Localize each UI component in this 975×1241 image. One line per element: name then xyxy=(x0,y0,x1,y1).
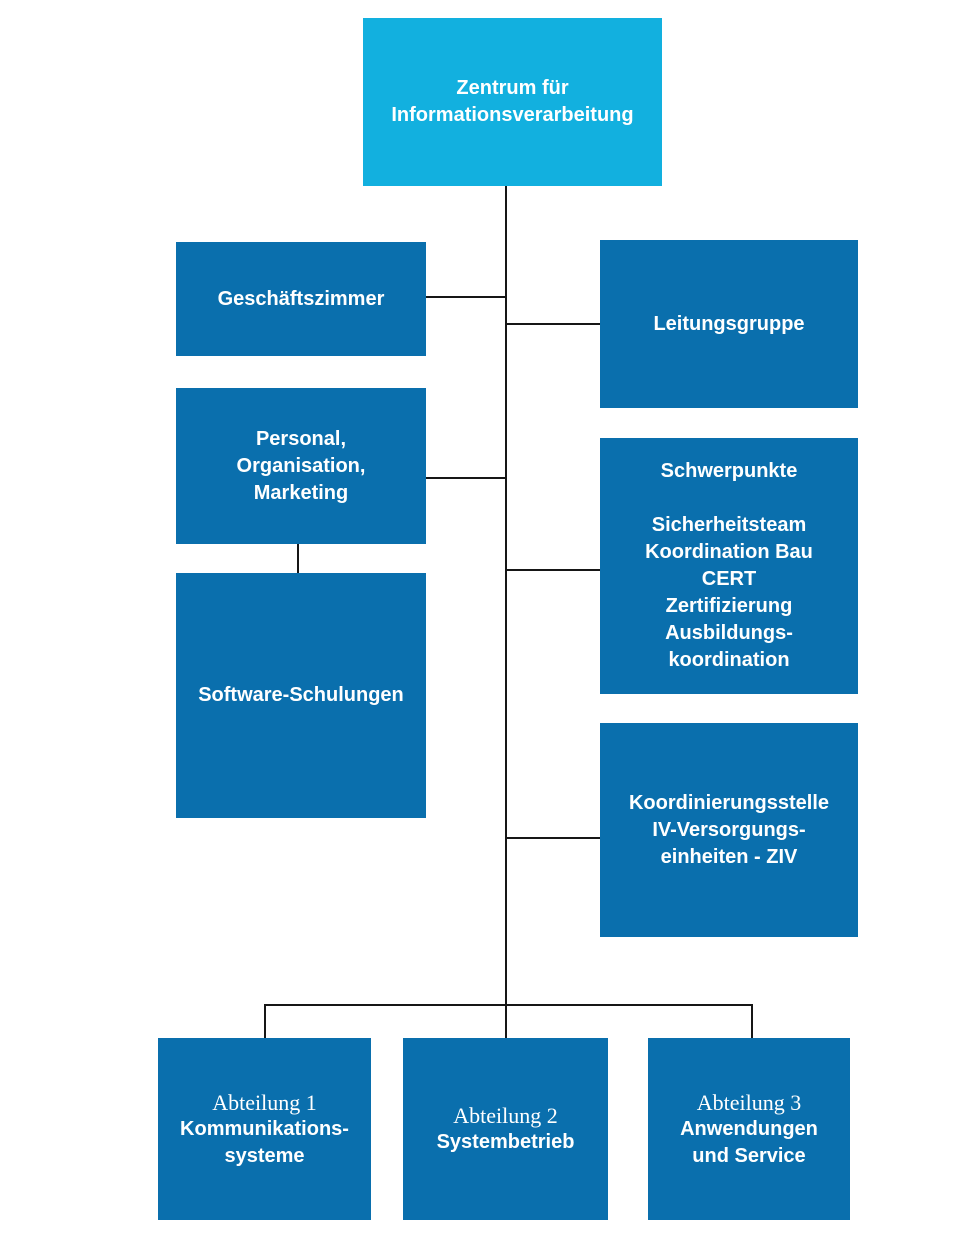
node-schwerpunkte: Schwerpunkte Sicherheitsteam Koordinatio… xyxy=(600,438,858,694)
stub-abteilung3 xyxy=(751,1004,753,1038)
node-label-line: Anwendungen xyxy=(680,1117,818,1140)
node-label-line: Systembetrieb xyxy=(436,1131,575,1153)
node-title: Schwerpunkte xyxy=(660,460,798,482)
departments-branch-line xyxy=(264,1004,753,1006)
node-label-line: Zertifizierung xyxy=(665,595,793,617)
node-label-line: Koordinierungsstelle xyxy=(628,791,830,814)
node-personal-organisation-marketing: Personal, Organisation, Marketing xyxy=(176,388,426,544)
center-vertical-line xyxy=(505,186,507,1006)
node-leitungsgruppe: Leitungsgruppe xyxy=(600,240,858,408)
department-number-label: Abteilung 1 xyxy=(212,1089,317,1115)
node-label-line: Zentrum für xyxy=(456,77,569,99)
node-label-line: einheiten - ZIV xyxy=(660,845,798,868)
node-abteilung-2-systembetrieb: Abteilung 2 Systembetrieb xyxy=(403,1038,608,1220)
node-label-line: Ausbildungs- xyxy=(665,622,793,644)
connector-personal-software xyxy=(297,544,299,573)
node-label-line: Organisation, xyxy=(236,454,366,477)
stub-abteilung2 xyxy=(505,1004,507,1038)
stub-abteilung1 xyxy=(264,1004,266,1038)
node-label-line: Marketing xyxy=(253,481,349,504)
node-label-line: Software-Schulungen xyxy=(198,684,404,706)
department-number-label: Abteilung 3 xyxy=(696,1089,802,1115)
node-label-line: Sicherheitsteam xyxy=(651,514,807,536)
node-abteilung-1-kommunikationssysteme: Abteilung 1 Kommunikations- systeme xyxy=(158,1038,371,1220)
node-label-line: koordination xyxy=(668,649,790,671)
connector-personal xyxy=(426,477,507,479)
node-zentrum-fuer-informationsverarbeitung: Zentrum für Informationsverarbeitung xyxy=(363,18,662,186)
node-label-line: CERT xyxy=(701,568,757,590)
node-abteilung-3-anwendungen-und-service: Abteilung 3 Anwendungen und Service xyxy=(648,1038,850,1220)
connector-koordinierungsstelle xyxy=(505,837,600,839)
node-koordinierungsstelle-iv-versorgungseinheiten-ziv: Koordinierungsstelle IV-Versorgungs- ein… xyxy=(600,723,858,937)
node-label-line: und Service xyxy=(692,1144,806,1167)
node-label-line: Koordination Bau xyxy=(645,541,813,563)
node-software-schulungen: Software-Schulungen xyxy=(176,573,426,818)
department-number-label: Abteilung 2 xyxy=(453,1103,558,1128)
node-label-line: Personal, xyxy=(255,427,347,450)
node-label-line: IV-Versorgungs- xyxy=(652,818,806,841)
node-label-line: Kommunikations- xyxy=(180,1117,349,1140)
node-label-line: Geschäftszimmer xyxy=(217,287,385,310)
connector-leitungsgruppe xyxy=(505,323,600,325)
node-label-line: Leitungsgruppe xyxy=(653,312,805,335)
node-geschaeftszimmer: Geschäftszimmer xyxy=(176,242,426,356)
connector-geschaeftszimmer xyxy=(426,296,507,298)
node-label-line: Informationsverarbeitung xyxy=(391,104,634,126)
connector-schwerpunkte xyxy=(505,569,600,571)
node-label-line: systeme xyxy=(224,1144,305,1167)
